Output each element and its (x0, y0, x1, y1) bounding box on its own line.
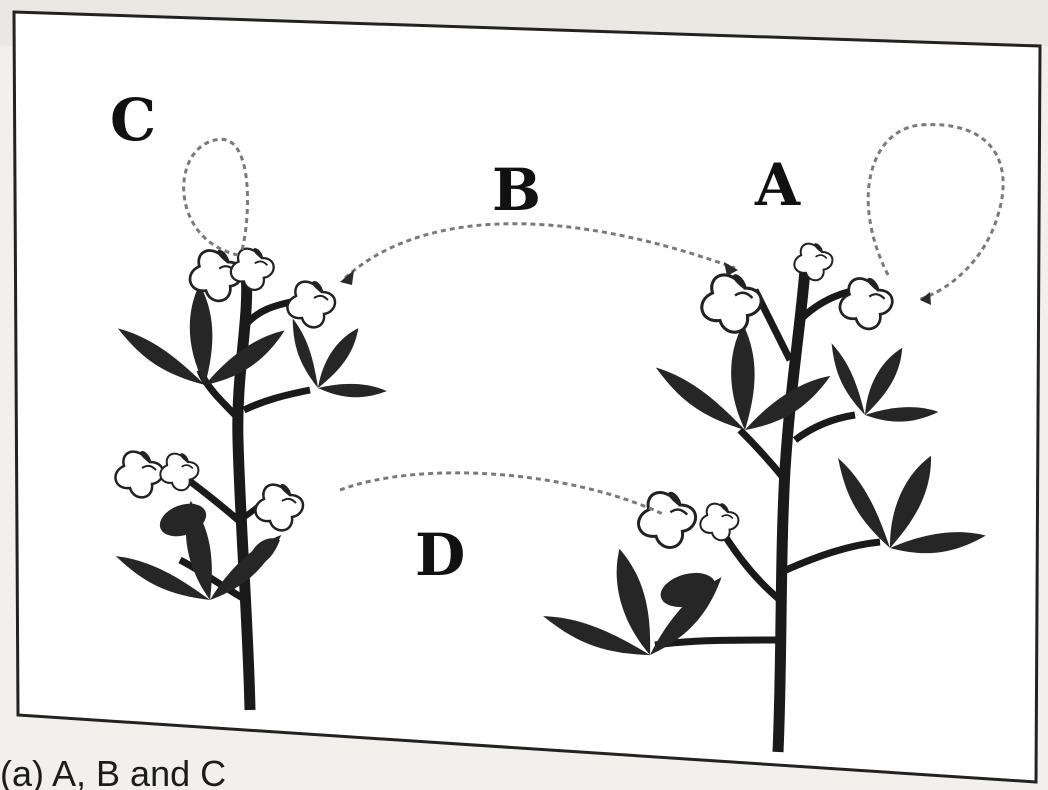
option-caption: (a) A, B and C (0, 754, 226, 790)
figure-border (14, 12, 1040, 782)
label-a: A (754, 151, 801, 219)
label-c: C (110, 86, 156, 154)
label-b: B (492, 156, 541, 224)
label-d: D (415, 521, 465, 589)
